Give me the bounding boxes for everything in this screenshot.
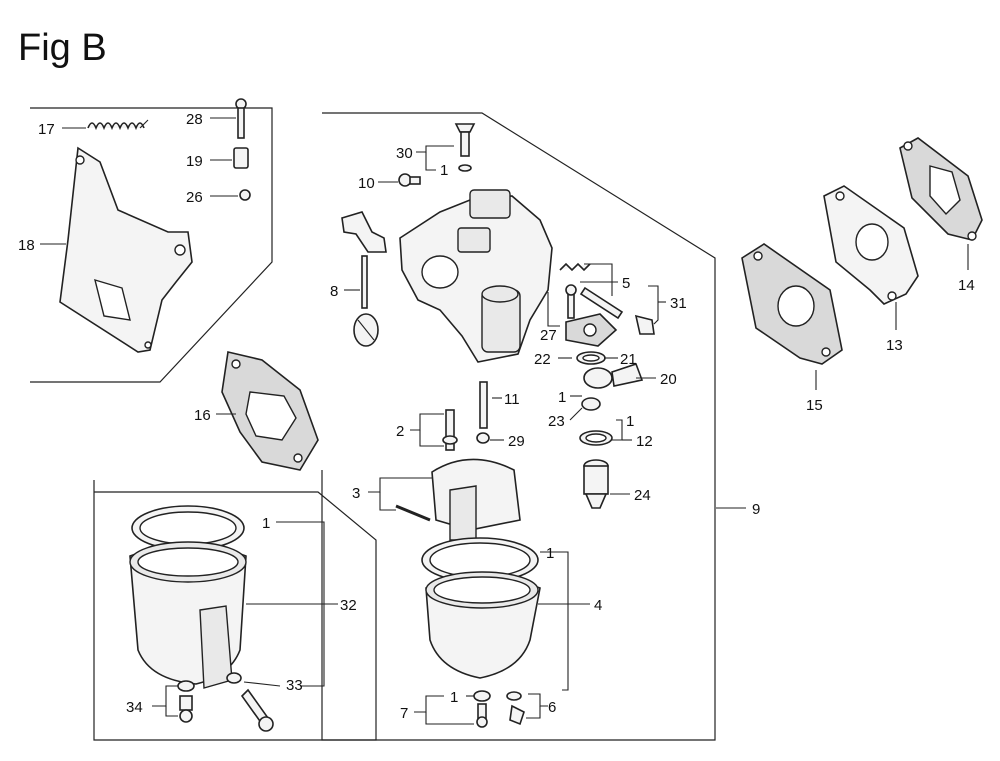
callout-1-bottom: 1 — [450, 689, 458, 706]
callout-24: 24 — [634, 487, 651, 504]
bolt-34 — [179, 695, 193, 723]
callout-15: 15 — [806, 397, 823, 414]
callout-27: 27 — [540, 327, 557, 344]
callout-30: 30 — [396, 145, 413, 162]
callout-labels: 17 28 19 26 18 16 30 1 10 8 5 31 27 21 2… — [18, 111, 975, 722]
callout-11: 11 — [504, 391, 520, 408]
main-jet-11 — [479, 381, 488, 429]
callout-5: 5 — [622, 275, 630, 292]
figure-title: Fig B — [18, 27, 107, 69]
callout-10: 10 — [358, 175, 375, 192]
callout-2: 2 — [396, 423, 404, 440]
bracket-nut — [239, 189, 251, 201]
callout-17: 17 — [38, 121, 55, 138]
bracket-bolt — [235, 98, 247, 139]
callout-14: 14 — [958, 277, 975, 294]
jet-29 — [476, 432, 490, 444]
callout-31: 31 — [670, 295, 687, 312]
callout-18: 18 — [18, 237, 35, 254]
callout-12: 12 — [636, 433, 653, 450]
callout-23: 23 — [548, 413, 565, 430]
callout-32: 32 — [340, 597, 357, 614]
float-3 — [395, 458, 521, 541]
callout-26: 26 — [186, 189, 203, 206]
leader-lines — [40, 117, 969, 725]
return-spring — [87, 119, 149, 131]
callout-13: 13 — [886, 337, 903, 354]
fuel-bowl-group-box — [93, 480, 377, 741]
control-bracket — [59, 146, 193, 353]
callout-22: 22 — [534, 351, 551, 368]
insulator-gasket-15 — [741, 243, 843, 365]
pilot-screw-spring — [559, 262, 591, 272]
fuel-bowl-32 — [129, 541, 247, 689]
callout-1-top: 1 — [440, 162, 448, 179]
washer-34 — [177, 680, 195, 692]
mixture-screw-top — [454, 123, 476, 172]
callout-1-mid: 1 — [558, 389, 566, 406]
washer-23 — [581, 397, 601, 411]
callout-8: 8 — [330, 283, 338, 300]
insulator-gasket-16 — [221, 351, 319, 471]
callout-20: 20 — [660, 371, 677, 388]
fuel-inlet-gasket-21 — [565, 313, 618, 347]
o-ring-12 — [579, 430, 613, 446]
callout-33: 33 — [286, 677, 303, 694]
callout-7: 7 — [400, 705, 408, 722]
gasket-14 — [899, 137, 983, 241]
choke-lever — [341, 211, 387, 253]
callout-34: 34 — [126, 699, 143, 716]
callout-1-bowl: 1 — [546, 545, 554, 562]
drain-bolt-24 — [583, 459, 609, 509]
fuel-inlet-20 — [583, 362, 644, 389]
clip-31 — [634, 314, 655, 335]
drain-screw-7 — [473, 690, 491, 728]
screw-10 — [398, 173, 421, 187]
bowl-gasket-32 — [131, 505, 245, 551]
carburetor-body — [399, 189, 553, 363]
callout-21: 21 — [620, 351, 637, 368]
callout-4: 4 — [594, 597, 602, 614]
insulator-13 — [823, 185, 919, 305]
drain-screw-6 — [506, 691, 525, 726]
bracket-collar — [233, 147, 249, 169]
float-bowl-4 — [425, 571, 541, 679]
callout-16: 16 — [194, 407, 211, 424]
drain-bolt-33 — [240, 688, 274, 732]
o-ring-22 — [576, 351, 606, 365]
callout-6: 6 — [548, 699, 556, 716]
screw-27 — [565, 284, 577, 319]
bracket-group-box — [30, 107, 273, 383]
callout-29: 29 — [508, 433, 525, 450]
needle-jet-2 — [442, 409, 458, 451]
washer-33 — [226, 672, 242, 684]
throttle-stop-screw — [579, 286, 624, 320]
carburetor-assembly-box — [321, 112, 716, 741]
callout-3: 3 — [352, 485, 360, 502]
callout-9: 9 — [752, 501, 760, 518]
callout-1-left: 1 — [262, 515, 270, 532]
choke-shaft — [361, 255, 368, 309]
callout-19: 19 — [186, 153, 203, 170]
callout-28: 28 — [186, 111, 203, 128]
choke-plate — [353, 313, 379, 347]
callout-1-right: 1 — [626, 413, 634, 430]
